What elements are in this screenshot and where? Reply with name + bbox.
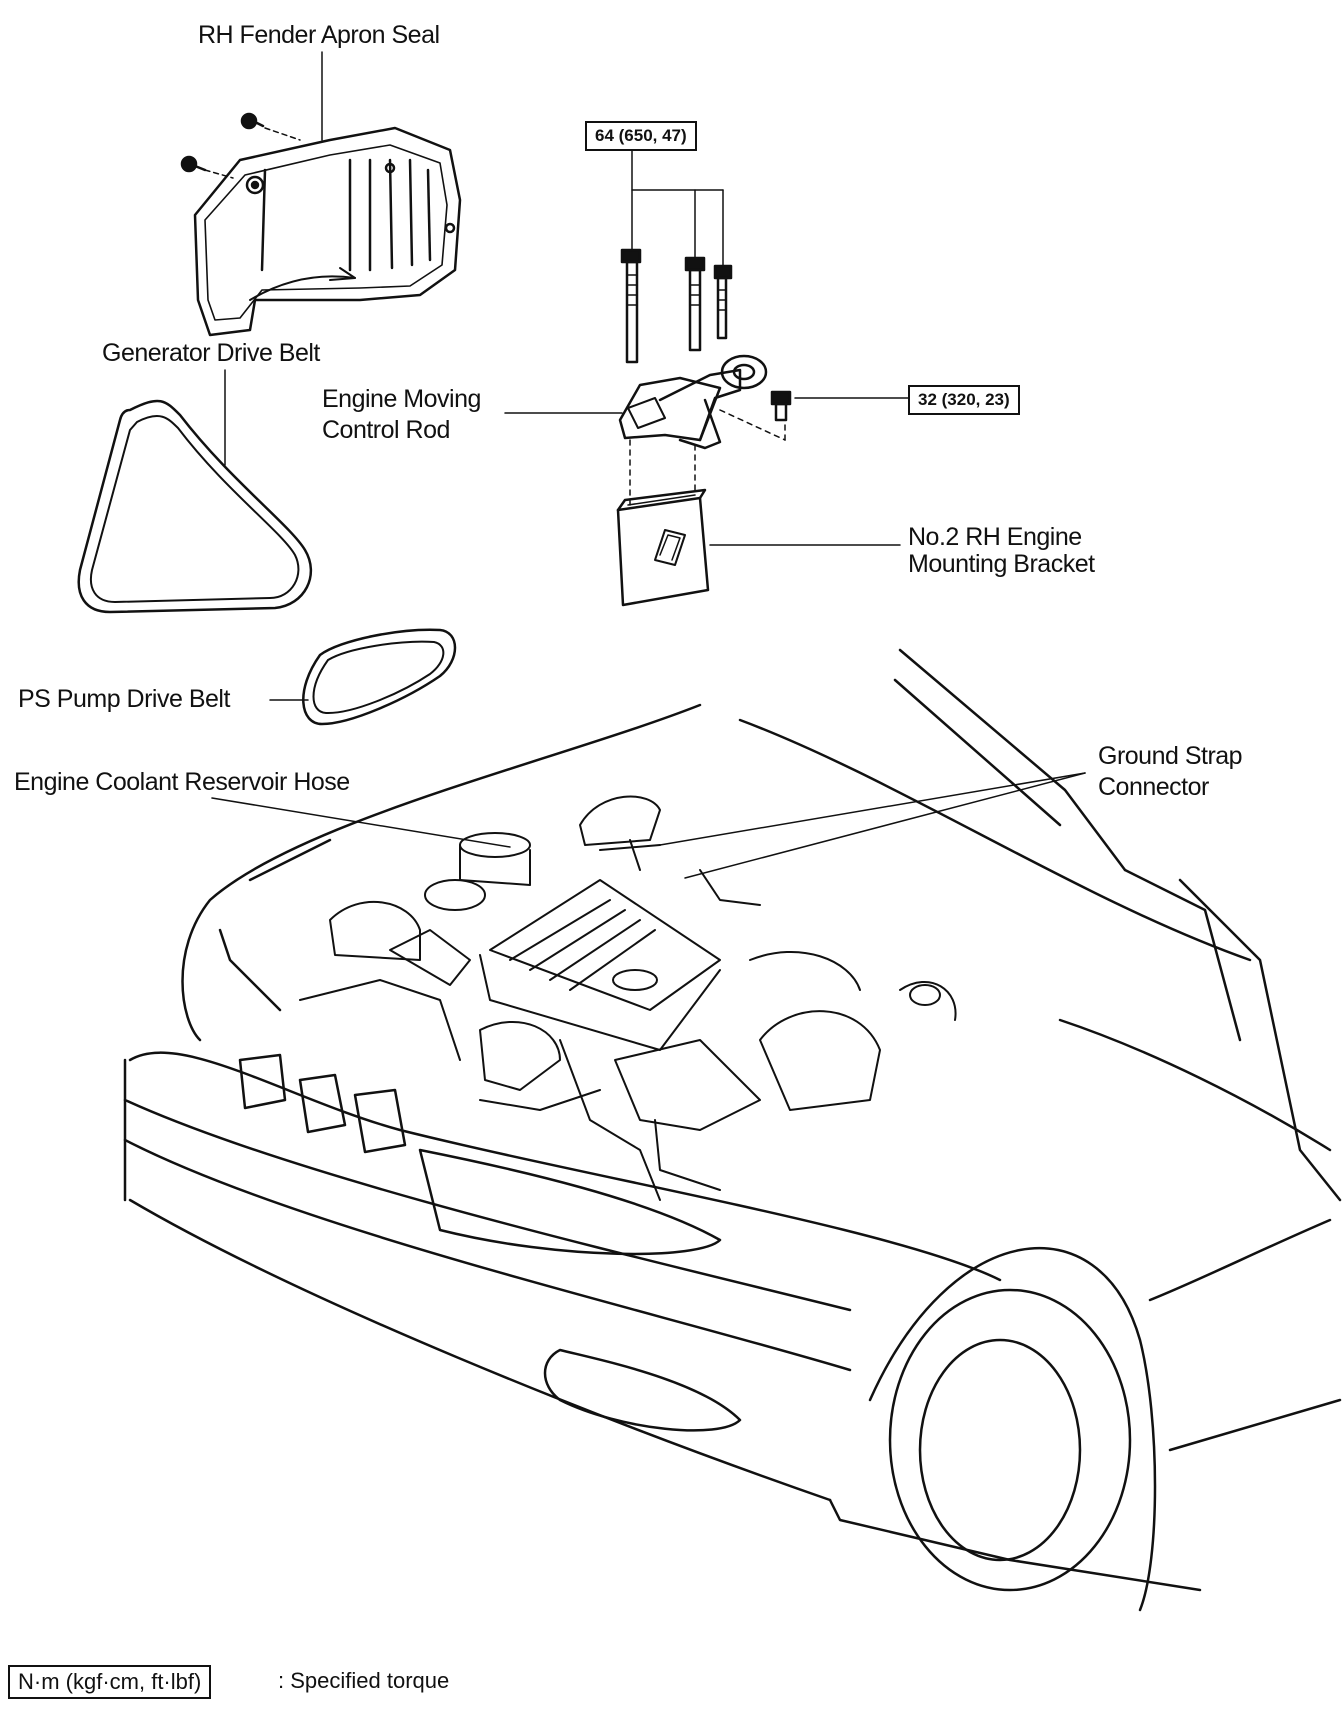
- torque-legend-description: : Specified torque: [278, 1668, 450, 1693]
- rod-bolts-torque-spec: 64 (650, 47): [585, 121, 697, 151]
- generator-drive-belt-label: Generator Drive Belt: [102, 339, 320, 367]
- no2-rh-engine-mounting-bracket-drawing: [616, 488, 901, 607]
- bracket-bolt-torque-spec: 32 (320, 23): [908, 385, 1020, 415]
- generator-drive-belt-drawing: [77, 369, 313, 614]
- bracket-bolt-drawing: [770, 390, 909, 422]
- engine-coolant-reservoir-hose-label: Engine Coolant Reservoir Hose: [14, 768, 350, 796]
- engine-moving-control-rod-drawing: [504, 354, 786, 506]
- clip-icon: [180, 155, 207, 173]
- ground-strap-connector-label-line1: Ground Strap: [1098, 742, 1243, 770]
- engine-moving-control-rod-label-line1: Engine Moving: [322, 385, 481, 413]
- engine-moving-control-rod-label-line2: Control Rod: [322, 416, 450, 444]
- ps-pump-drive-belt-drawing: [269, 628, 457, 726]
- car-front-drawing: [123, 648, 1342, 1612]
- engine-bay-drawing: [299, 795, 957, 1201]
- ps-pump-drive-belt-label: PS Pump Drive Belt: [18, 685, 230, 713]
- rh-fender-apron-seal-drawing: [180, 51, 462, 337]
- control-rod-bolts-drawing: [620, 137, 733, 364]
- torque-unit-legend-box: N·m (kgf·cm, ft·lbf): [8, 1665, 212, 1699]
- ground-strap-connector-label-line2: Connector: [1098, 773, 1209, 801]
- no2-rh-engine-mounting-bracket-label-line2: Mounting Bracket: [908, 550, 1095, 578]
- rh-fender-apron-seal-label: RH Fender Apron Seal: [198, 21, 440, 49]
- no2-rh-engine-mounting-bracket-label-line1: No.2 RH Engine: [908, 523, 1082, 551]
- clip-icon: [240, 112, 265, 130]
